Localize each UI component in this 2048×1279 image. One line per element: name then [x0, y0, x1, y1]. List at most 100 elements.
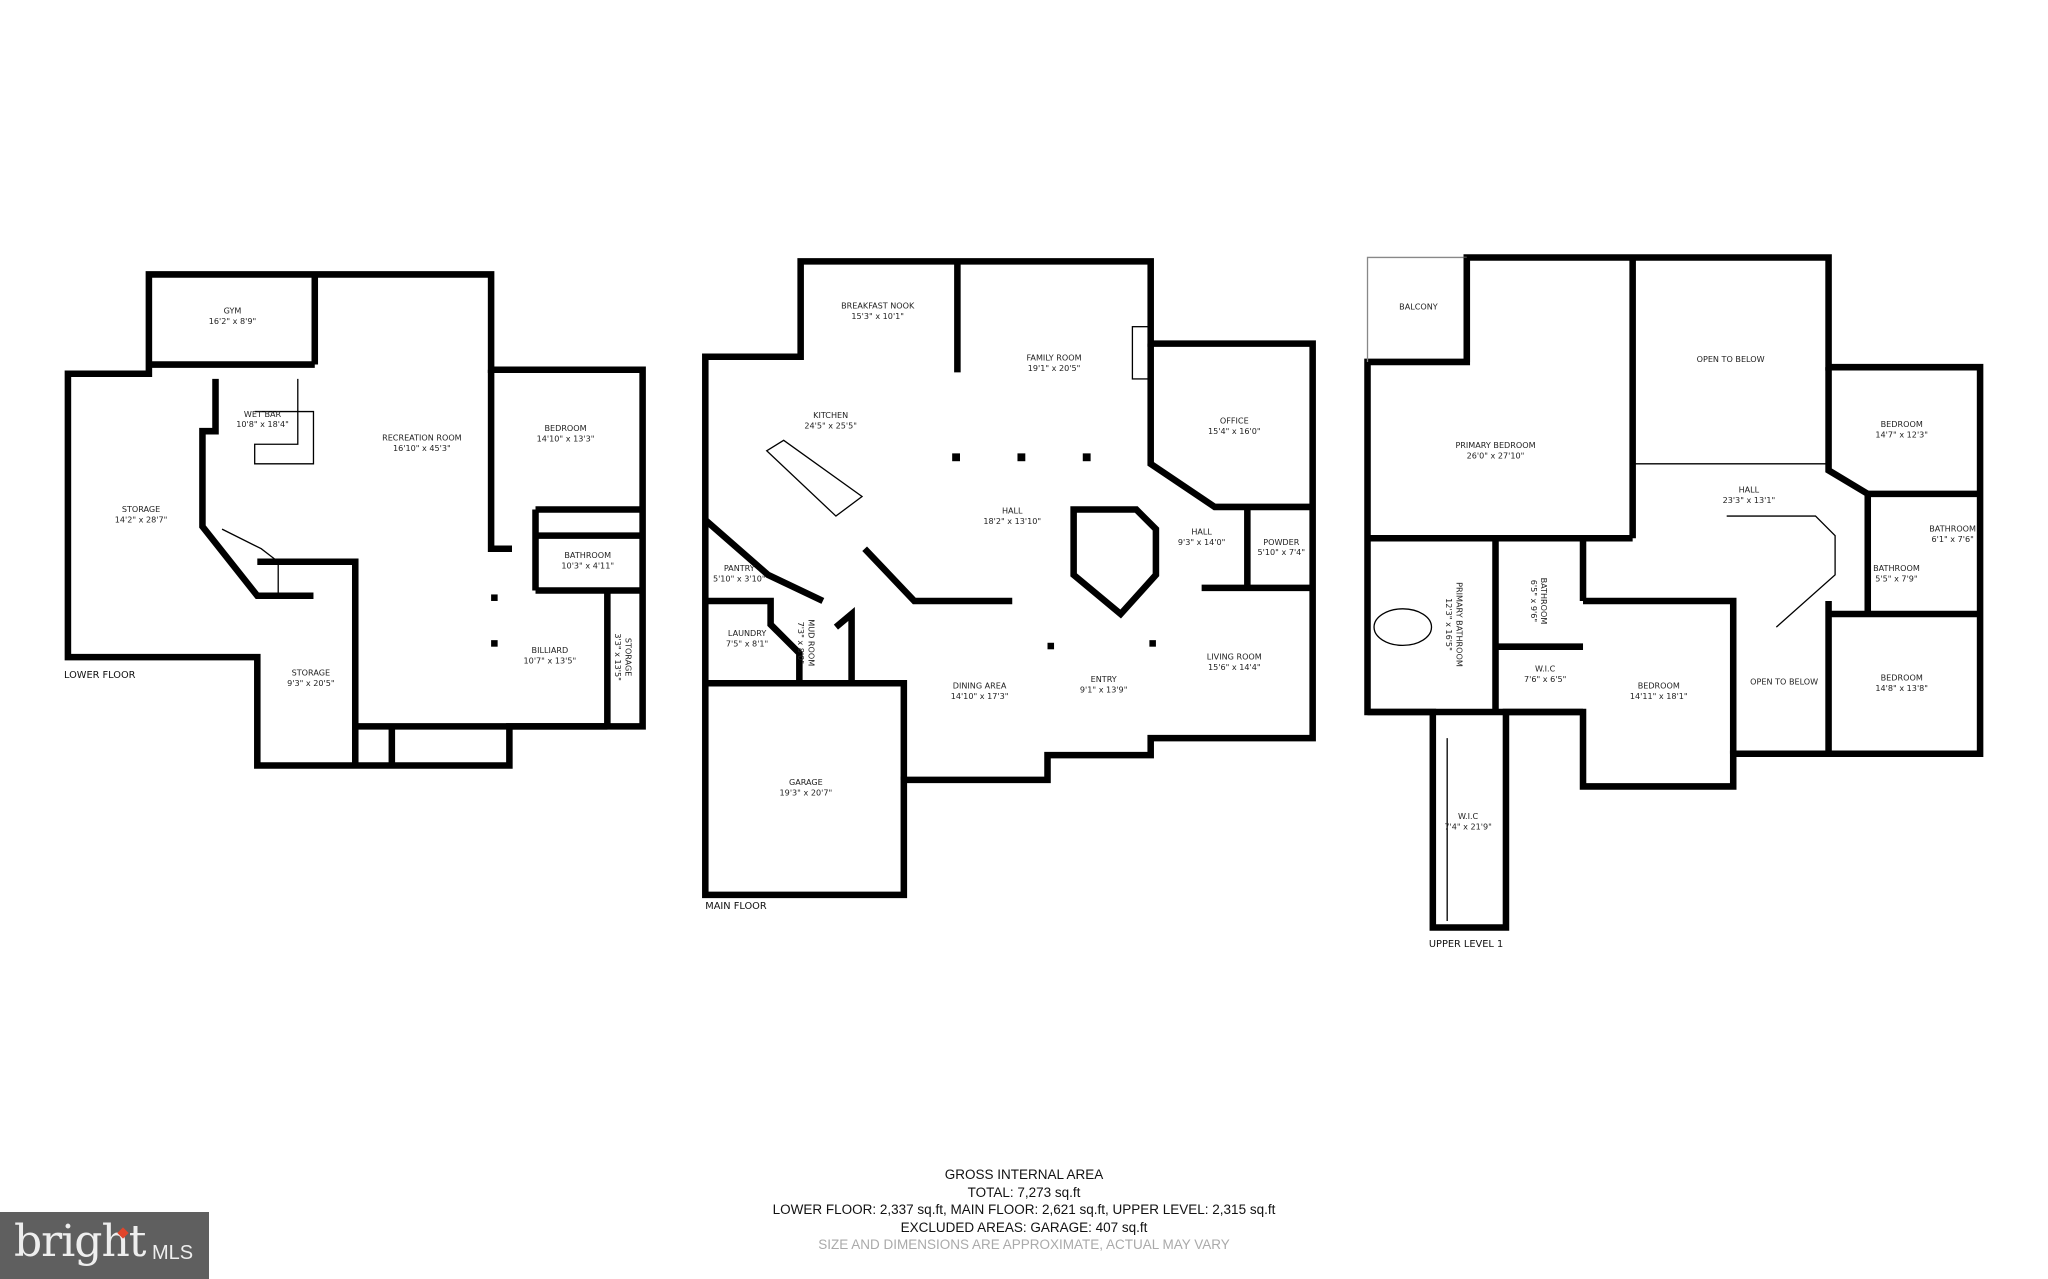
room-name: PRIMARY BEDROOM: [1455, 440, 1535, 450]
room-name: BEDROOM: [1638, 680, 1680, 690]
room-name: KITCHEN: [813, 410, 848, 420]
room-dimensions: 19'1" x 20'5": [1028, 363, 1081, 373]
room-name: GYM: [224, 306, 242, 316]
room-dimensions: 5'10" x 7'4": [1258, 547, 1306, 557]
room-name: OFFICE: [1220, 415, 1249, 425]
logo-text: bright: [14, 1216, 146, 1267]
room-name: BILLIARD: [532, 645, 569, 655]
room-name: DINING AREA: [953, 680, 1007, 690]
floor-label: MAIN FLOOR: [705, 901, 767, 912]
room-name: HALL: [1002, 505, 1023, 515]
room-name: BREAKFAST NOOK: [841, 300, 915, 310]
room-dimensions: 16'2" x 8'9": [209, 316, 257, 326]
bright-mls-logo: bright MLS: [0, 1212, 209, 1279]
room-name: MUD ROOM: [806, 619, 816, 666]
room-name: LIVING ROOM: [1207, 652, 1262, 662]
room-label: BALCONY: [1399, 302, 1438, 312]
summary-breakdown: LOWER FLOOR: 2,337 sq.ft, MAIN FLOOR: 2,…: [772, 1202, 1276, 1217]
room-name: BEDROOM: [1881, 419, 1923, 429]
room-dimensions: 19'3" x 20'7": [780, 788, 833, 798]
room-name: ENTRY: [1091, 674, 1117, 684]
room-name: STORAGE: [122, 504, 160, 514]
room-dimensions: 7'5" x 8'1": [726, 639, 768, 649]
floor-label: UPPER LEVEL 1: [1429, 939, 1503, 950]
room-name: FAMILY ROOM: [1027, 353, 1082, 363]
room-name: BATHROOM: [1929, 524, 1976, 534]
room-dimensions: 7'4" x 21'9": [1444, 822, 1492, 832]
room-dimensions: 16'10" x 45'3": [393, 443, 451, 453]
room-dimensions: 14'11" x 18'1": [1630, 691, 1688, 701]
room-name: WET BAR: [244, 409, 282, 419]
room-name: BATHROOM: [1539, 578, 1549, 625]
room-label: STORAGE3'3" x 13'5": [613, 633, 633, 681]
room-name: W.I.C: [1458, 811, 1479, 821]
room-name: BEDROOM: [544, 423, 586, 433]
room-dimensions: 10'7" x 13'5": [524, 656, 577, 666]
room-dimensions: 23'3" x 13'1": [1723, 495, 1776, 505]
room-name: HALL: [1739, 485, 1760, 495]
logo-suffix: MLS: [152, 1242, 194, 1264]
room-label: PRIMARY BATHROOM12'3" x 16'5": [1444, 582, 1464, 667]
room-dimensions: 24'5" x 25'5": [804, 421, 857, 431]
room-dimensions: 12'3" x 16'5": [1444, 598, 1454, 651]
area-summary: GROSS INTERNAL AREA TOTAL: 7,273 sq.ft L…: [0, 1166, 2048, 1254]
room-dimensions: 14'7" x 12'3": [1875, 430, 1928, 440]
room-name: STORAGE: [624, 638, 634, 676]
room-label: OPEN TO BELOW: [1697, 354, 1765, 364]
upper-floor-plan: [1364, 254, 1984, 931]
room-dimensions: 5'10" x 3'10": [713, 573, 766, 583]
room-dimensions: 14'10" x 13'3": [537, 434, 595, 444]
summary-title: GROSS INTERNAL AREA: [944, 1167, 1104, 1182]
room-dimensions: 14'8" x 13'8": [1875, 683, 1928, 693]
room-dimensions: 6'5" x 9'6": [1529, 580, 1539, 622]
room-name: BATHROOM: [564, 550, 611, 560]
room-dimensions: 14'10" x 17'3": [951, 691, 1009, 701]
room-name: BALCONY: [1399, 302, 1438, 312]
room-dimensions: 15'3" x 10'1": [851, 311, 904, 321]
room-dimensions: 15'4" x 16'0": [1208, 426, 1261, 436]
room-dimensions: 10'8" x 18'4": [236, 419, 289, 429]
room-label: OPEN TO BELOW: [1750, 677, 1818, 687]
floor-label: LOWER FLOOR: [64, 670, 136, 681]
room-dimensions: 18'2" x 13'10": [983, 516, 1041, 526]
main-floor-plan: [702, 258, 1316, 899]
room-dimensions: 10'3" x 4'11": [561, 560, 614, 570]
room-name: HALL: [1191, 526, 1212, 536]
room-name: OPEN TO BELOW: [1750, 677, 1818, 687]
room-name: PANTRY: [724, 563, 755, 573]
room-dimensions: 9'3" x 14'0": [1178, 537, 1226, 547]
room-dimensions: 7'3" x 8'0": [796, 622, 806, 664]
room-dimensions: 26'0" x 27'10": [1467, 451, 1525, 461]
lower-floor-plan: [64, 271, 646, 769]
summary-excluded: EXCLUDED AREAS: GARAGE: 407 sq.ft: [900, 1219, 1148, 1235]
room-dimensions: 14'2" x 28'7": [115, 515, 168, 525]
room-dimensions: 5'5" x 7'9": [1875, 573, 1917, 583]
